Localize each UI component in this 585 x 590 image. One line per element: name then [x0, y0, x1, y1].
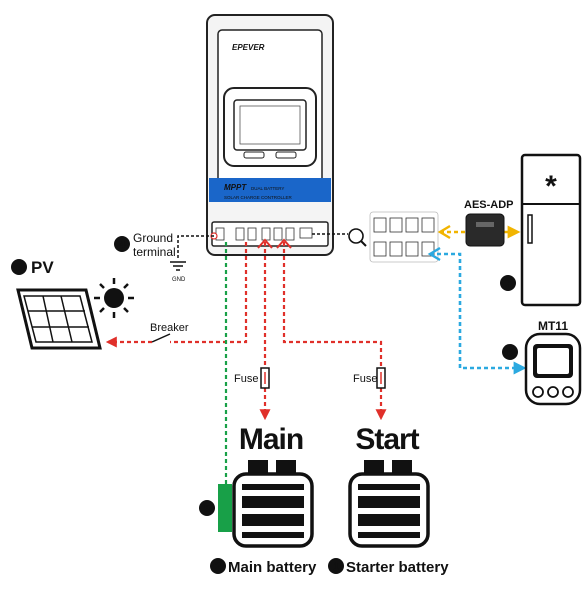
- banner-mppt: MPPT: [224, 183, 247, 192]
- starter-battery: [348, 460, 430, 548]
- magnified-ports: [369, 211, 439, 263]
- badge-2: [210, 558, 226, 574]
- adapter-label: AES-ADP: [464, 199, 514, 211]
- badge-2-num: 2: [215, 561, 221, 573]
- banner-dual-battery: DUAL BATTERY: [251, 186, 284, 191]
- solar-panel: [16, 288, 102, 350]
- mt11-meter: [524, 332, 582, 406]
- starter-battery-label: Starter battery: [346, 559, 449, 576]
- starter-battery-wire: [282, 242, 381, 418]
- meter-wire: [430, 252, 527, 375]
- badge-6-num: 6: [507, 347, 513, 359]
- main-title: Main: [239, 423, 303, 456]
- button-right: [275, 151, 297, 159]
- fuse-main-label: Fuse: [234, 373, 258, 385]
- pv-label: PV: [31, 258, 54, 277]
- gnd-label: GND: [172, 277, 186, 283]
- fuse-starter-label: Fuse: [353, 373, 377, 385]
- temp-sensor: [218, 484, 232, 532]
- badge-6: [502, 344, 518, 360]
- pv-wire: [108, 242, 248, 342]
- badge-4-num: 4: [119, 239, 126, 251]
- badge-7-num: 7: [505, 278, 511, 290]
- badge-4: [114, 236, 130, 252]
- main-battery: [232, 460, 314, 548]
- button-left: [243, 151, 265, 159]
- badge-1-num: 1: [333, 561, 339, 573]
- fridge-symbol: *: [545, 170, 557, 203]
- meter-title: MT11: [538, 319, 568, 333]
- start-title: Start: [355, 423, 419, 456]
- product-banner: [209, 178, 331, 202]
- lcd-screen: [233, 99, 307, 151]
- breaker-label: Breaker: [150, 322, 189, 334]
- badge-3: [11, 259, 27, 275]
- badge-5-num: 5: [204, 503, 210, 515]
- aes-adp-adapter: [465, 213, 505, 247]
- main-battery-label: Main battery: [228, 559, 317, 576]
- ground-wire: [177, 235, 214, 260]
- brand-logo: EPEVER: [232, 43, 265, 52]
- ground-icon: [170, 261, 186, 271]
- badge-3-num: 3: [16, 262, 22, 274]
- ground-label-line1: Ground: [133, 231, 173, 245]
- ground-label-line2: terminal: [133, 245, 176, 259]
- badge-1: [328, 558, 344, 574]
- banner-subtitle: SOLAR CHARGE CONTROLLER: [224, 195, 293, 200]
- badge-5: [199, 500, 215, 516]
- breaker-switch: [151, 333, 171, 343]
- fridge: [520, 153, 582, 307]
- charge-controller: EPEVER MPPT DUAL BATTERY SOLAR CHARGE CO…: [206, 14, 334, 256]
- sun-icon: [94, 278, 134, 318]
- badge-7: [500, 275, 516, 291]
- magnifier-icon: [348, 228, 367, 247]
